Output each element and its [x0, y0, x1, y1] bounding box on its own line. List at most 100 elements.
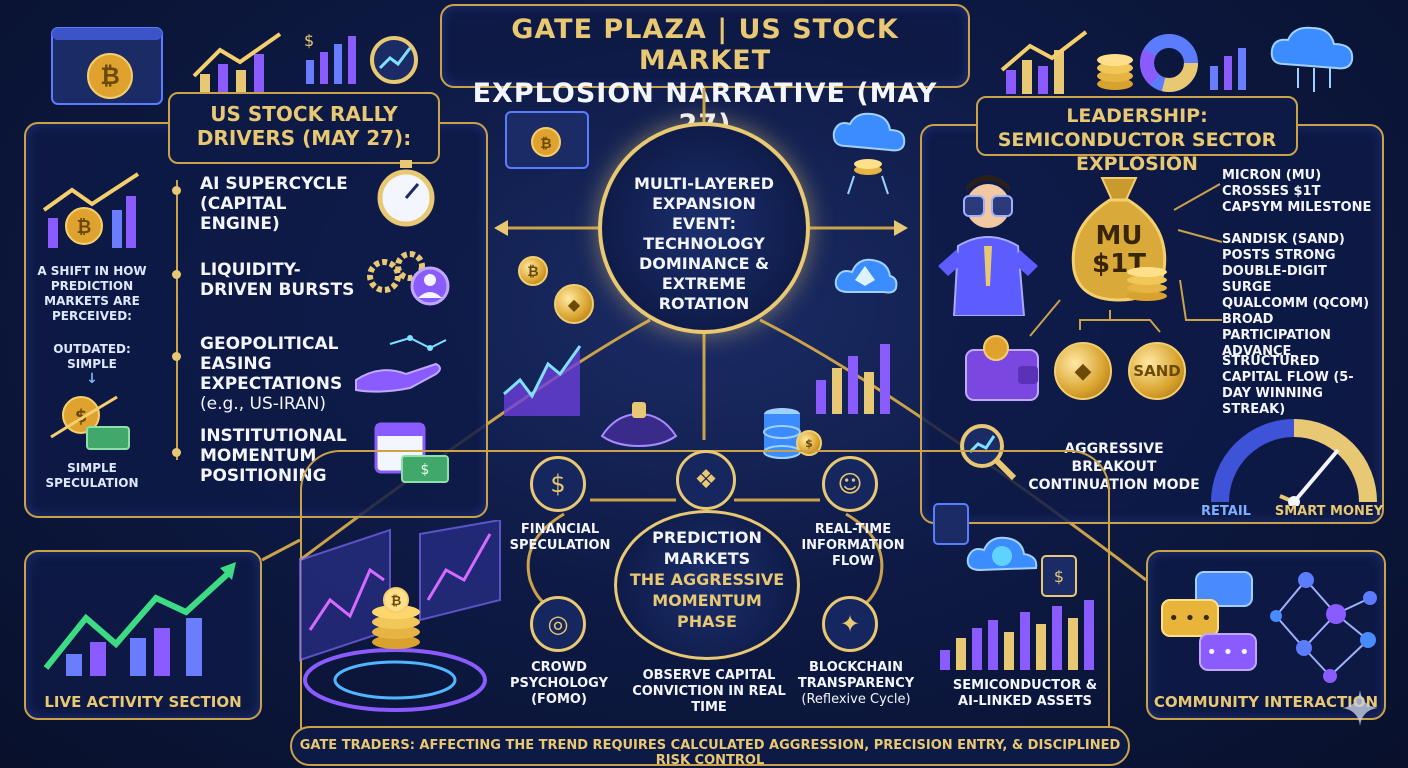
qualcomm-item: QUALCOMM (QCOM) BROAD PARTICIPATION ADVA… — [1222, 296, 1370, 359]
expansion-event-text: MULTI-LAYERED EXPANSION EVENT: TECHNOLOG… — [633, 174, 775, 313]
blockchain-node-icon: ✦ — [822, 596, 878, 652]
globe-node-icon: ◎ — [530, 596, 586, 652]
rally-drivers-heading: US STOCK RALLY DRIVERS (MAY 27): — [168, 92, 440, 164]
blockchain-transparency-label: BLOCKCHAIN TRANSPARENCY (Reflexive Cycle… — [796, 660, 916, 708]
observe-capital-label: OBSERVE CAPITAL CONVICTION IN REAL TIME — [632, 668, 786, 715]
aggressive-momentum-subtitle: THE AGGRESSIVE MOMENTUM PHASE — [629, 570, 785, 631]
footer-banner: GATE TRADERS: AFFECTING THE TREND REQUIR… — [290, 726, 1130, 768]
community-interaction-label: COMMUNITY INTERACTION — [1153, 693, 1379, 711]
database-icon — [763, 408, 801, 459]
hand-network-icon — [355, 335, 447, 393]
cloud-ethereum-icon — [834, 258, 898, 294]
crowd-psychology-label: CROWD PSYCHOLOGY (FOMO) — [510, 660, 608, 707]
driver-label: AI SUPERCYCLE (CAPITAL ENGINE) — [200, 174, 348, 234]
capital-flow-item: STRUCTURED CAPITAL FLOW (5-DAY WINNING S… — [1222, 354, 1354, 417]
donut-chart-icon — [1140, 34, 1198, 92]
micron-item: MICRON (MU) CROSSES $1T CAPSYM MILESTONE — [1222, 168, 1372, 215]
semiconductor-assets-label: SEMICONDUCTOR & AI-LINKED ASSETS — [952, 678, 1098, 709]
driver-label: GEOPOLITICAL EASING EXPECTATIONS — [200, 334, 343, 394]
stopwatch-icon — [377, 160, 435, 227]
lock-network-icon — [600, 402, 678, 448]
drivers-timeline — [176, 180, 178, 460]
sentiment-gauge — [1211, 419, 1377, 506]
dollar-bars-icon: $ — [304, 31, 356, 84]
driver-sub-label: (e.g., US-IRAN) — [200, 394, 326, 414]
driver-ai-supercycle: AI SUPERCYCLE (CAPITAL ENGINE) — [200, 174, 370, 234]
cloud-coins-icon — [832, 112, 906, 195]
financial-speculation-label: FINANCIAL SPECULATION — [509, 522, 611, 553]
svg-text:$: $ — [421, 462, 430, 478]
driver-label: INSTITUTIONAL MOMENTUM POSITIONING — [200, 426, 347, 486]
outdated-label: OUTDATED: SIMPLE — [53, 342, 131, 371]
title-line-1: GATE PLAZA | US STOCK MARKET — [511, 14, 899, 76]
svg-text:$: $ — [1054, 567, 1064, 586]
gauge-retail-label: RETAIL — [1201, 504, 1251, 519]
prediction-markets-circle: PREDICTION MARKETS THE AGGRESSIVE MOMENT… — [614, 510, 800, 660]
prediction-markets-title: PREDICTION MARKETS — [652, 528, 762, 568]
coin-stack-icon — [1127, 267, 1167, 301]
browser-coin-icon: ₿ — [505, 111, 589, 169]
svg-text:• • •: • • • — [1168, 608, 1211, 629]
bitcoin-coin-stack: ₿ — [372, 587, 420, 649]
dollar-coin-cash-icon: $ — [50, 395, 130, 450]
blockchain-label: BLOCKCHAIN TRANSPARENCY — [797, 660, 915, 691]
ethereum-coin-icon: ◆ — [554, 284, 594, 324]
dollar-node-icon: $ — [530, 456, 586, 512]
live-activity-label: LIVE ACTIVITY SECTION — [44, 693, 242, 711]
reflexive-cycle-label: (Reflexive Cycle) — [801, 692, 911, 707]
area-chart-icon — [503, 345, 582, 416]
svg-text:$: $ — [304, 31, 314, 50]
svg-text:₿: ₿ — [77, 217, 92, 238]
ethereum-coin-icon: ◆ — [1054, 342, 1112, 400]
svg-text:₿: ₿ — [391, 594, 402, 609]
driver-bullet — [172, 186, 181, 195]
wallet-icon — [965, 335, 1039, 401]
network-node-icon: ❖ — [676, 450, 736, 510]
perception-shift-text: A SHIFT IN HOW PREDICTION MARKETS ARE PE… — [37, 264, 147, 323]
leadership-heading: LEADERSHIP: SEMICONDUCTOR SECTOR EXPLOSI… — [976, 96, 1298, 175]
svg-text:₿: ₿ — [100, 62, 120, 90]
bitcoin-growth-icon: ₿ — [42, 172, 140, 248]
people-node-icon: ☺ — [822, 456, 878, 512]
down-arrow-icon: ↓ — [86, 371, 98, 387]
mu-bag-label: MU $1T — [1092, 221, 1146, 279]
gauge-smart-money-label: SMART MONEY — [1274, 504, 1384, 519]
gears-user-icon — [367, 251, 450, 306]
sparkle-icon — [1342, 690, 1378, 726]
live-activity-panel: LIVE ACTIVITY SECTION — [24, 550, 262, 720]
investor-binoculars-icon — [938, 175, 1038, 316]
sand-coin: SAND — [1128, 342, 1186, 400]
realtime-info-label: REAL-TIME INFORMATION FLOW — [801, 522, 905, 569]
bitcoin-coin-icon: ₿ — [518, 256, 548, 286]
svg-text:• • •: • • • — [1206, 642, 1249, 663]
live-activity-chart — [43, 562, 236, 676]
community-panel: • • • • • • COMMUNITY INTERACTION — [1146, 550, 1386, 720]
expansion-event-circle: MULTI-LAYERED EXPANSION EVENT: TECHNOLOG… — [598, 122, 810, 334]
holographic-chart-platform — [299, 520, 501, 712]
coin-stack-icon — [1097, 54, 1133, 90]
perception-sidebar: ₿ A SHIFT IN HOW PREDICTION MARKETS ARE … — [32, 150, 152, 510]
driver-institutional: INSTITUTIONAL MOMENTUM POSITIONING — [200, 426, 370, 486]
right-connectors — [1029, 183, 1223, 337]
driver-label: LIQUIDITY-DRIVEN BURSTS — [200, 260, 355, 300]
driver-bullet — [172, 448, 181, 457]
chat-network-icon: • • • • • • — [1161, 571, 1377, 683]
magnifier-chart-icon — [370, 36, 418, 84]
driver-bullet — [172, 270, 181, 279]
growth-chart-icon — [192, 32, 282, 100]
simple-speculation-label: SIMPLE SPECULATION — [45, 461, 139, 490]
semiconductor-assets-icons: $ — [933, 503, 1094, 670]
bar-chart-arrow-icon — [1000, 30, 1088, 94]
sandisk-item: SANDISK (SAND) POSTS STRONG DOUBLE-DIGIT… — [1222, 232, 1345, 295]
bar-chart-icon — [816, 344, 890, 414]
driver-liquidity: LIQUIDITY-DRIVEN BURSTS — [200, 260, 370, 300]
magnifier-chart-icon — [960, 424, 1017, 481]
sand-coin-label: SAND — [1133, 362, 1181, 380]
cloud-network-icon — [1270, 26, 1354, 92]
driver-bullet — [172, 352, 181, 361]
driver-geopolitical: GEOPOLITICAL EASING EXPECTATIONS (e.g., … — [200, 334, 410, 414]
title-panel: GATE PLAZA | US STOCK MARKET EXPLOSION N… — [440, 4, 970, 140]
bars-icon — [1210, 48, 1246, 90]
browser-bitcoin-icon: ₿ — [51, 27, 163, 105]
svg-text:₿: ₿ — [540, 136, 551, 152]
